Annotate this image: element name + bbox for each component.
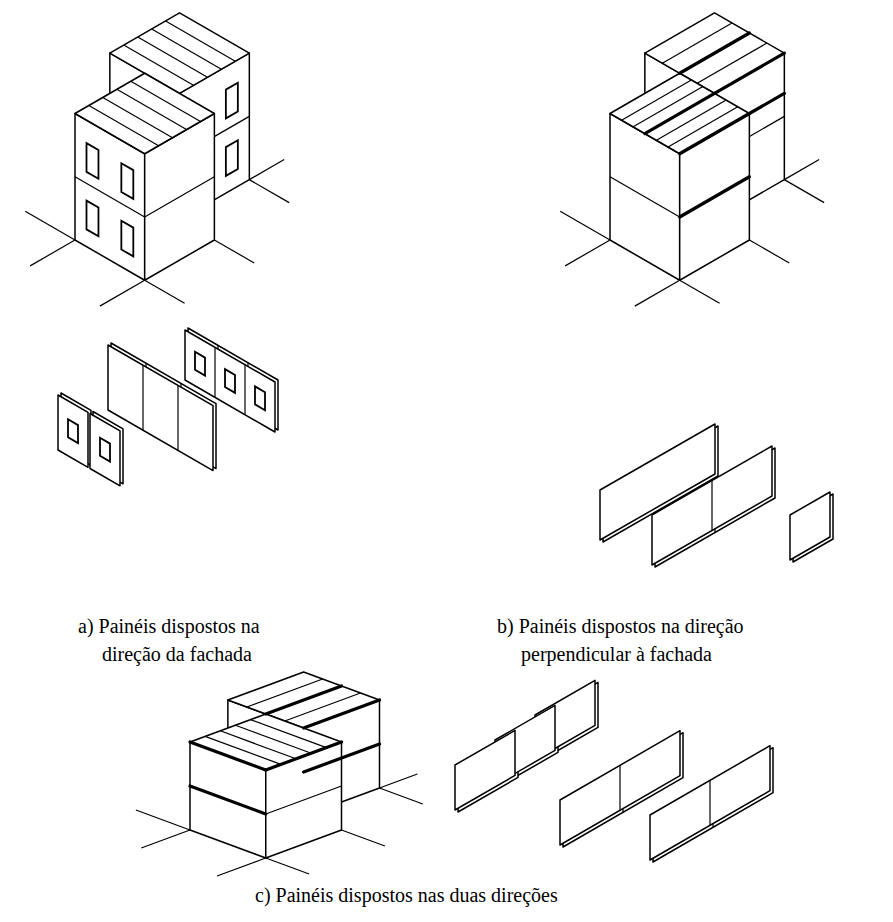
building-c	[136, 672, 423, 876]
building-b	[560, 13, 824, 306]
panels-b	[600, 424, 833, 567]
figure-caption: a) Painéis dispostos na direção da facha…	[78, 612, 298, 668]
figure-caption: b) Painéis dispostos na direção perpendi…	[497, 612, 789, 668]
panels-c	[455, 680, 773, 862]
building-a	[25, 13, 289, 306]
panels-a	[58, 328, 278, 486]
figure-caption: c) Painéis dispostos nas duas direções	[255, 881, 725, 909]
